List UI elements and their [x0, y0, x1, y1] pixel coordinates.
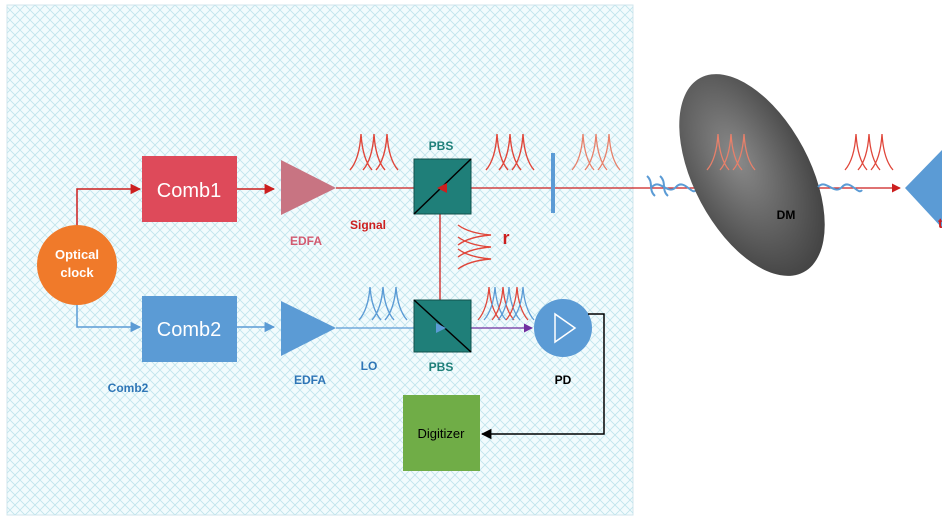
clock-to-comb1-line	[76, 183, 142, 228]
target-pulses	[844, 133, 894, 171]
comb2-block	[142, 296, 237, 362]
clock-to-comb2-line	[76, 300, 142, 333]
target-triangle	[905, 150, 942, 228]
comb2-label: Comb2	[157, 319, 221, 341]
optical-clock-label-line2: clock	[60, 265, 94, 280]
optical-clock-node	[37, 225, 117, 305]
dm-label: DM	[777, 208, 796, 222]
break-symbol-left	[646, 175, 669, 197]
edfa-bottom-label: EDFA	[294, 373, 326, 387]
pd-to-digitizer-line	[480, 313, 605, 440]
edfa-bottom-amplifier	[281, 301, 336, 356]
dm-pulses	[706, 133, 756, 171]
comb1-label: Comb1	[157, 180, 221, 202]
edfa-top-label: EDFA	[290, 234, 322, 248]
lo-pulses	[358, 286, 408, 321]
signal-pulses-after-pbs	[485, 133, 535, 171]
edfa-top-amplifier	[281, 160, 336, 215]
pd-detector	[534, 299, 592, 357]
signal-pulses-outside	[571, 133, 621, 171]
pbs-bottom-label: PBS	[429, 360, 454, 374]
comb1-block	[142, 156, 237, 222]
digitizer-block	[403, 395, 480, 471]
window-plate	[551, 153, 555, 213]
dm-mirror	[679, 74, 825, 276]
r-label: r	[502, 228, 509, 248]
signal-label: Signal	[350, 218, 386, 232]
signal-pulses-before-pbs	[349, 133, 399, 171]
break-symbol-right	[817, 183, 863, 193]
digitizer-label: Digitizer	[418, 426, 466, 441]
pbs-top-label: PBS	[429, 139, 454, 153]
optical-clock-label-line1: Optical	[55, 247, 99, 262]
comb2-caption: Comb2	[108, 381, 149, 395]
combined-pulses	[477, 286, 535, 321]
pd-label: PD	[555, 373, 572, 387]
lo-label: LO	[361, 359, 378, 373]
edge-partial-label: t	[938, 215, 942, 231]
reflected-pulses	[457, 224, 492, 270]
